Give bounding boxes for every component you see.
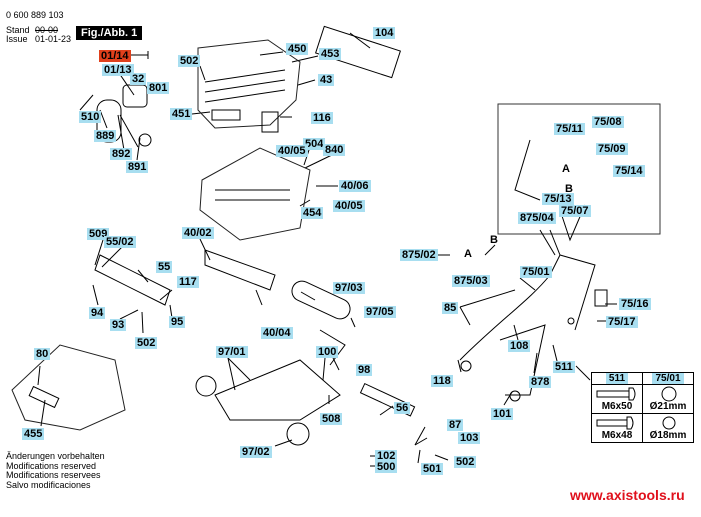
part-label-87: 87 xyxy=(447,419,464,431)
bolt-icon xyxy=(596,387,636,401)
part-label-101: 101 xyxy=(491,408,514,420)
part-label-40-06: 40/06 xyxy=(339,180,371,192)
part-label-98: 98 xyxy=(356,364,373,376)
part-label-75-17: 75/17 xyxy=(606,316,638,328)
part-label-840: 840 xyxy=(323,144,346,156)
part-label-502: 502 xyxy=(454,456,477,468)
spec-cell-bolt: M6x50 xyxy=(591,384,643,414)
circle-icon xyxy=(661,386,677,402)
part-label-510: 510 xyxy=(79,111,102,123)
part-label-118: 118 xyxy=(431,375,453,387)
part-label-875-04: 875/04 xyxy=(518,212,556,224)
part-label-40-02: 40/02 xyxy=(182,227,214,239)
part-label-502: 502 xyxy=(178,55,201,67)
bolt-icon xyxy=(596,416,634,430)
part-label-95: 95 xyxy=(169,316,186,328)
cable-marker-b: B xyxy=(565,183,573,195)
part-label-891: 891 xyxy=(126,161,149,173)
part-label-889: 889 xyxy=(94,130,117,142)
part-label-97-05: 97/05 xyxy=(364,306,396,318)
cable-marker-a: A xyxy=(562,163,570,175)
part-label-55-02: 55/02 xyxy=(104,236,136,248)
spec-header-511: 511 xyxy=(591,372,643,385)
part-label-01-14: 01/14 xyxy=(99,50,131,62)
part-label-455: 455 xyxy=(22,428,45,440)
spec-table: 511 75/01 M6x50 Ø21mm M6x48 Ø18mm xyxy=(591,372,694,443)
part-label-32: 32 xyxy=(130,73,147,85)
cable-marker-b: B xyxy=(490,234,498,246)
part-label-104: 104 xyxy=(373,27,396,39)
part-label-108: 108 xyxy=(508,340,531,352)
part-label-511: 511 xyxy=(553,361,575,373)
circle-icon xyxy=(662,416,676,430)
spec-cell-diameter: Ø18mm xyxy=(642,413,694,443)
part-label-117: 117 xyxy=(177,276,199,288)
spec-cell-bolt: M6x48 xyxy=(591,413,643,443)
part-label-801: 801 xyxy=(147,82,170,94)
part-label-75-13: 75/13 xyxy=(542,193,574,205)
cable-marker-a: A xyxy=(464,248,472,260)
part-label-875-03: 875/03 xyxy=(452,275,490,287)
part-label-75-16: 75/16 xyxy=(619,298,651,310)
part-label-451: 451 xyxy=(170,108,193,120)
part-label-75-07: 75/07 xyxy=(559,205,591,217)
part-label-56: 56 xyxy=(394,402,411,414)
part-label-502: 502 xyxy=(135,337,158,349)
part-label-55: 55 xyxy=(156,261,173,273)
part-label-01-13: 01/13 xyxy=(102,64,134,76)
part-label-75-08: 75/08 xyxy=(592,116,624,128)
part-label-509: 509 xyxy=(87,228,110,240)
part-number: 0 600 889 103 xyxy=(6,10,64,20)
part-label-40-04: 40/04 xyxy=(261,327,293,339)
issue-value: 01-01-23 xyxy=(35,34,72,44)
part-label-75-11: 75/11 xyxy=(554,123,585,135)
part-label-80: 80 xyxy=(34,348,51,360)
stand-value: 00-00 xyxy=(35,25,59,35)
part-label-892: 892 xyxy=(110,148,133,160)
part-label-93: 93 xyxy=(110,319,127,331)
part-label-878: 878 xyxy=(529,376,552,388)
spec-header-75-01: 75/01 xyxy=(642,372,694,385)
issue-label: Issue xyxy=(6,34,28,44)
part-label-102: 102 xyxy=(375,450,398,462)
watermark-url: www.axistools.ru xyxy=(570,487,685,503)
part-label-85: 85 xyxy=(442,302,459,314)
part-label-40-05: 40/05 xyxy=(276,145,308,157)
part-label-97-01: 97/01 xyxy=(216,346,248,358)
part-label-75-14: 75/14 xyxy=(613,165,645,177)
part-label-116: 116 xyxy=(311,112,333,124)
part-label-508: 508 xyxy=(320,413,343,425)
part-label-103: 103 xyxy=(458,432,481,444)
spec-cell-diameter: Ø21mm xyxy=(642,384,694,414)
part-label-453: 453 xyxy=(319,48,342,60)
part-label-43: 43 xyxy=(318,74,335,86)
stand-label: Stand xyxy=(6,25,30,35)
part-label-97-03: 97/03 xyxy=(333,282,365,294)
part-label-500: 500 xyxy=(375,461,398,473)
part-label-100: 100 xyxy=(316,346,339,358)
part-label-75-09: 75/09 xyxy=(596,143,628,155)
part-label-97-02: 97/02 xyxy=(240,446,272,458)
part-label-504: 504 xyxy=(303,138,326,150)
part-label-450: 450 xyxy=(286,43,309,55)
part-label-75-01: 75/01 xyxy=(520,266,552,278)
modifications-notice: Änderungen vorbehalten Modifications res… xyxy=(6,451,105,490)
part-label-40-05: 40/05 xyxy=(333,200,365,212)
part-label-875-02: 875/02 xyxy=(400,249,438,261)
part-label-94: 94 xyxy=(89,307,106,319)
part-label-501: 501 xyxy=(421,463,444,475)
figure-title: Fig./Abb. 1 xyxy=(76,26,143,40)
part-label-454: 454 xyxy=(301,207,324,219)
